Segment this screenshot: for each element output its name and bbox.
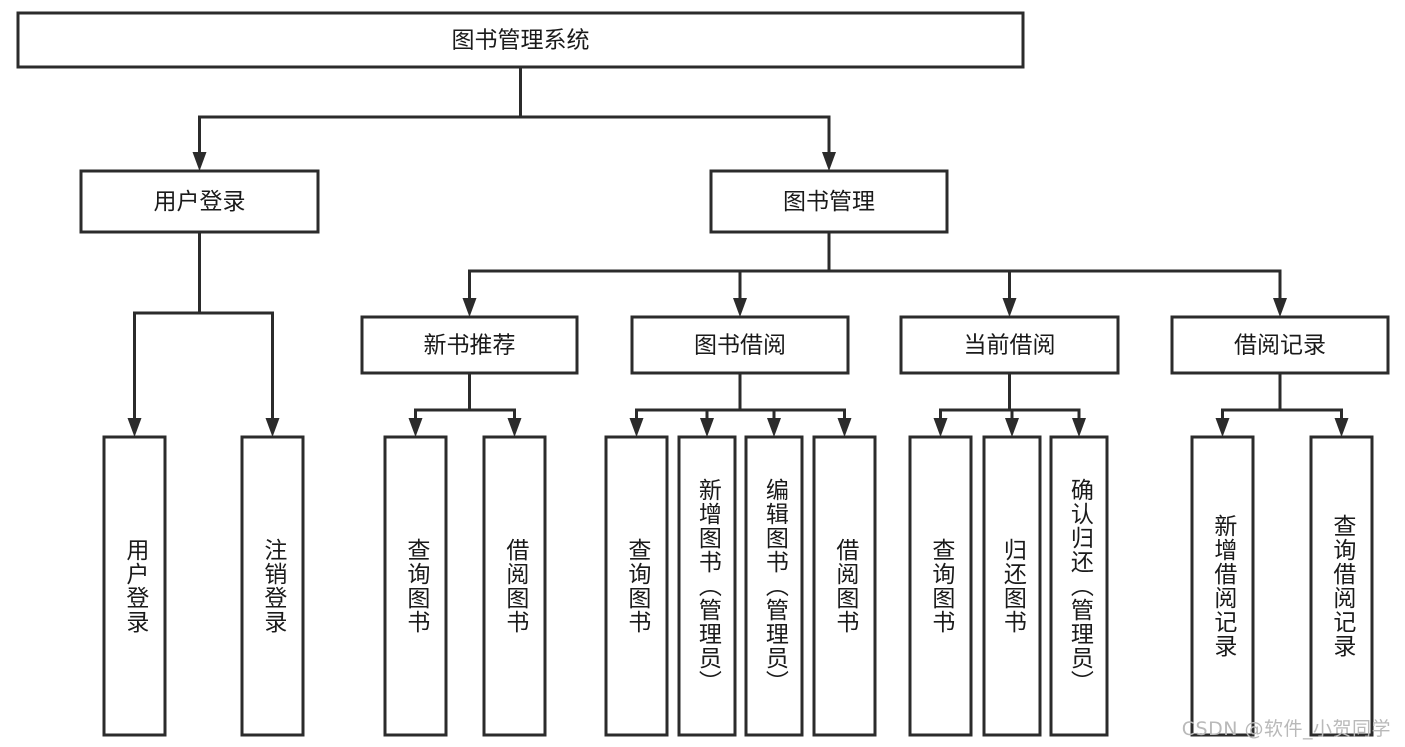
arrow-head-icon: [192, 152, 207, 171]
node-box-root[interactable]: [16, 11, 1025, 69]
node-box-book-borrow[interactable]: [630, 315, 850, 375]
arrow-head-icon: [1273, 298, 1287, 317]
arrow-head-icon: [1005, 418, 1019, 437]
arrow-head-icon: [629, 418, 644, 437]
node-box-leaf-borrow-book-rec[interactable]: [482, 435, 547, 737]
node-box-book-manage[interactable]: [709, 169, 949, 234]
arrow-head-icon: [507, 418, 522, 437]
node-label-borrow-record: 借阅记录: [1234, 333, 1326, 359]
node-box-new-book-recommend[interactable]: [360, 315, 579, 375]
node-box-leaf-query-book-borrow[interactable]: [604, 435, 669, 737]
node-box-leaf-add-borrow-record[interactable]: [1190, 435, 1255, 737]
arrow-head-icon: [733, 298, 747, 317]
node-box-leaf-edit-book-admin[interactable]: [744, 435, 804, 737]
arrow-head-icon: [1002, 298, 1017, 317]
arrow-head-icon: [700, 418, 714, 437]
arrow-head-icon: [1215, 418, 1230, 437]
node-box-leaf-query-book-rec[interactable]: [383, 435, 448, 737]
node-box-leaf-confirm-return-admin[interactable]: [1049, 435, 1109, 737]
node-label-new-book-recommend: 新书推荐: [424, 333, 516, 359]
arrow-head-icon: [767, 418, 781, 437]
arrow-head-icon: [837, 418, 852, 437]
node-box-user-login[interactable]: [79, 169, 320, 234]
node-box-leaf-add-book-admin[interactable]: [677, 435, 737, 737]
arrow-head-icon: [1072, 418, 1086, 437]
node-box-borrow-record[interactable]: [1170, 315, 1390, 375]
node-label-book-borrow: 图书借阅: [694, 333, 786, 359]
node-box-current-borrow[interactable]: [899, 315, 1120, 375]
arrow-head-icon: [265, 418, 280, 437]
boxes-layer: [16, 11, 1390, 737]
node-label-user-login: 用户登录: [154, 189, 246, 215]
node-box-leaf-query-book-current[interactable]: [908, 435, 973, 737]
node-box-leaf-borrow-book[interactable]: [812, 435, 877, 737]
node-box-leaf-user-login[interactable]: [102, 435, 167, 737]
watermark-text: CSDN @软件_小贺同学: [1181, 718, 1391, 740]
arrow-head-icon: [1334, 418, 1349, 437]
node-box-leaf-return-book[interactable]: [982, 435, 1042, 737]
node-label-current-borrow: 当前借阅: [964, 333, 1056, 359]
node-label-root: 图书管理系统: [452, 28, 590, 54]
arrow-head-icon: [408, 418, 423, 437]
arrow-head-icon: [462, 298, 477, 317]
arrow-head-icon: [822, 152, 836, 171]
node-box-leaf-user-logout[interactable]: [240, 435, 305, 737]
node-label-book-manage: 图书管理: [783, 189, 875, 215]
arrow-head-icon: [127, 418, 142, 437]
node-box-leaf-query-borrow-record[interactable]: [1309, 435, 1374, 737]
arrow-head-icon: [933, 418, 948, 437]
edges-layer: [127, 65, 1349, 437]
